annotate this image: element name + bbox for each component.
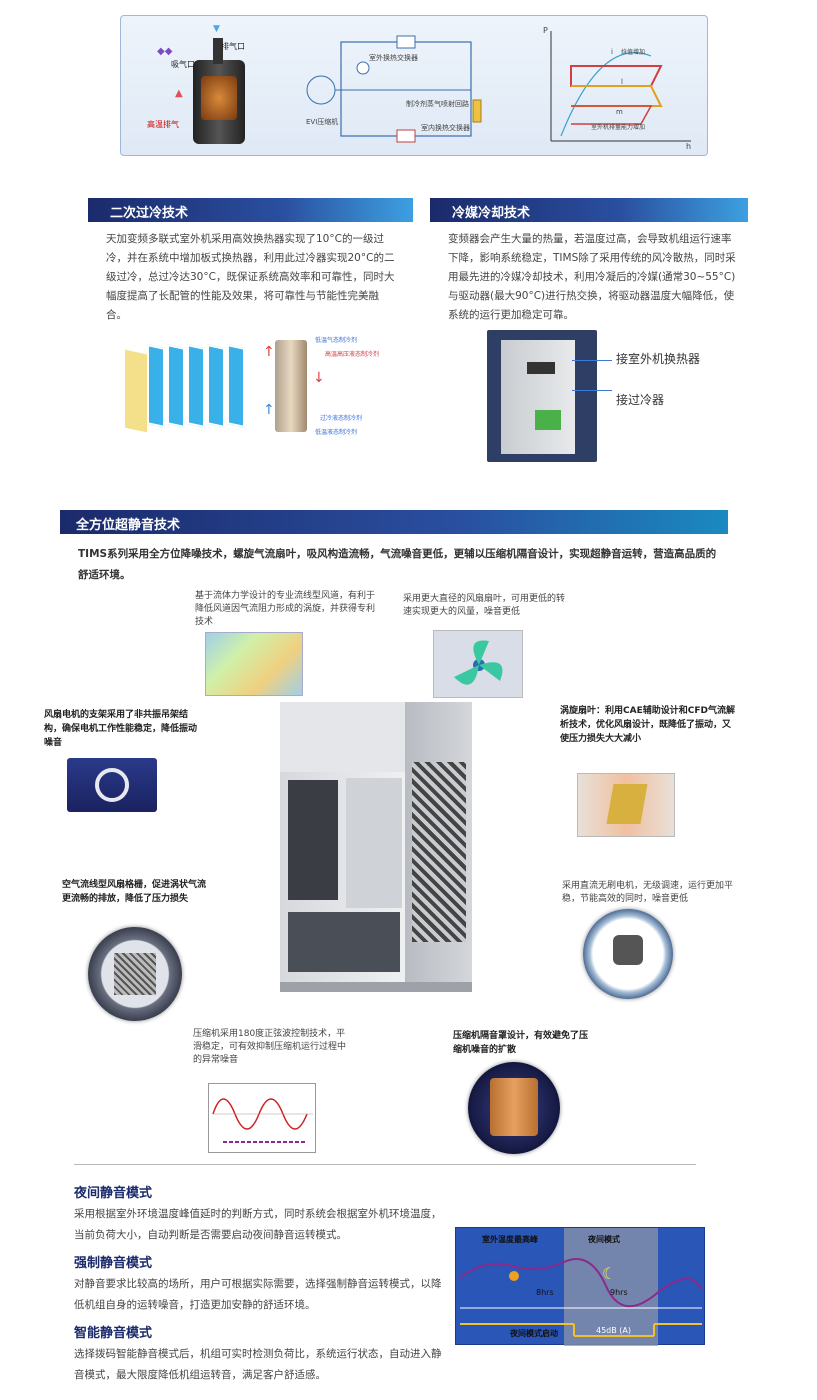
ph-m-label: m [616,108,623,116]
ph-h-label: h [686,142,692,151]
section-title: 全方位超静音技术 [76,518,181,533]
smart-mode-title: 智能静音模式 [74,1326,153,1341]
night-mode-text: 采用根据室外环境温度峰值延时的判断方式，同时系统会根据室外机环境温度，当前负荷大… [74,1208,442,1241]
ph-l-label: l [621,78,623,86]
section-title: 二次过冷技术 [110,206,189,221]
compressor-cover-image [468,1062,560,1154]
compressor-illustration [193,60,245,144]
section-intro: TIMS系列采用全方位降噪技术，螺旋气流扇叶，吸风构造流畅，气流噪音更低，更辅以… [78,548,717,581]
section-text: 变频器会产生大量的热量，若温度过高，会导致机组运行速率下降，影响系统稳定，TIM… [448,233,736,321]
start-label: 夜间模式启动 [510,1329,558,1338]
grille-image [88,927,182,1021]
ph-bottom-label: 室外机排量能力增加 [591,124,646,131]
evi-label: EVI压缩机 [306,118,339,126]
ph-diagram [550,31,691,142]
scroll-blade-image [577,773,675,837]
forced-mode-text: 对静音要求比较高的场所，用户可根据实际需要，选择强制静音运转模式，以降低机组自身… [74,1278,442,1311]
hp-label: 高温排气 [147,120,179,129]
outdoor-unit-photo [280,702,472,1002]
ref-sub-label: 制冷剂蒸气喷射回路 [406,100,469,108]
dc-motor-image [583,909,673,999]
outdoor-hx-label: 室外换热交换器 [369,54,418,62]
ph-i-label: i [611,48,613,56]
ph-p-label: P [543,26,548,35]
diagram-label-1: 低温气态制冷剂 [315,337,358,344]
inverter-cabinet-photo [487,330,597,462]
top-diagram-panel: 排气口 吸气口 高温排气 ◆◆ ▲ ▼ 室外换热交换器 制冷剂蒸气喷射回路 EV… [120,15,708,156]
moon-icon: ☾ [602,1264,617,1283]
hrs-8-label: 8hrs [536,1288,554,1297]
suction-label: 吸气口 [171,60,195,69]
banner-refrigerant-cooling: 冷媒冷却技术 [430,198,748,222]
section-text: 天加变频多联式室外机采用高效换热器实现了10°C的一级过冷，并在系统中增加板式换… [106,233,395,321]
ph-enthalpy-label: 焓值增加 [621,49,646,56]
feature-dc-motor: 采用直流无刷电机，无级调速，运行更加平稳，节能高效的同时，噪音更低 [562,881,734,904]
night-mode-title: 夜间静音模式 [74,1186,153,1201]
fan-blade-image [433,630,523,698]
section-title: 冷媒冷却技术 [452,206,531,221]
night-mode-chart: ☾ 室外温度最高峰 夜间模式 8hrs 9hrs 夜间模式启动 45dB (A) [455,1227,705,1346]
mode-label: 夜间模式 [588,1235,620,1244]
banner-silent: 全方位超静音技术 [60,510,728,534]
peak-label: 室外温度最高峰 [482,1235,538,1244]
plate-exchanger-diagram: ↑ ↓ ↑ [125,340,375,440]
feature-motor-mount: 风扇电机的支架采用了非共振吊架结构，确保电机工作性能稳定，降低振动噪音 [44,710,198,748]
feature-scroll-blade: 涡旋扇叶：利用CAE辅助设计和CFD气流解析技术，优化风扇设计，既降低了振动，又… [560,706,735,744]
feature-duct: 基于流体力学设计的专业流线型风道，有利于降低风道因气流阻力形成的涡旋，并获得专利… [195,591,376,627]
diagram-label-2: 高温高压液态制冷剂 [325,351,380,358]
callout-outdoor-hx: 接室外机换热器 [616,352,701,366]
feature-grille: 空气流线型风扇格栅，促进涡状气流更流畅的排放，降低了压力损失 [62,880,207,904]
callout-subcooler: 接过冷器 [616,393,665,407]
exhaust-label: 排气口 [221,42,245,51]
hrs-9-label: 9hrs [610,1288,628,1297]
feature-fan-blade: 采用更大直径的风扇扇叶，可用更低的转速实现更大的风量，噪音更低 [403,594,566,617]
banner-subcooling: 二次过冷技术 [88,198,413,222]
forced-mode-title: 强制静音模式 [74,1256,153,1271]
feature-sine-control: 压缩机采用180度正弦波控制技术，平滑稳定，可有效抑制压缩机运行过程中的异常噪音 [193,1029,347,1065]
feature-compressor-cover: 压缩机隔音罩设计，有效避免了压缩机噪音的扩散 [453,1031,589,1055]
system-loop-diagram [306,35,482,143]
motor-mount-image [67,758,157,812]
smart-mode-text: 选择拨码智能静音模式后，机组可实时检测负荷比，系统运行状态，自动进入静音模式，最… [74,1348,442,1381]
indoor-hx-label: 室内换热交换器 [421,124,470,132]
diagram-label-3: 过冷液态制冷剂 [320,415,363,422]
sine-wave-chart [208,1083,316,1153]
diagram-label-4: 低温液态制冷剂 [315,429,358,436]
duct-simulation-image [205,632,303,696]
divider [74,1164,696,1165]
db-label: 45dB (A) [596,1326,632,1335]
